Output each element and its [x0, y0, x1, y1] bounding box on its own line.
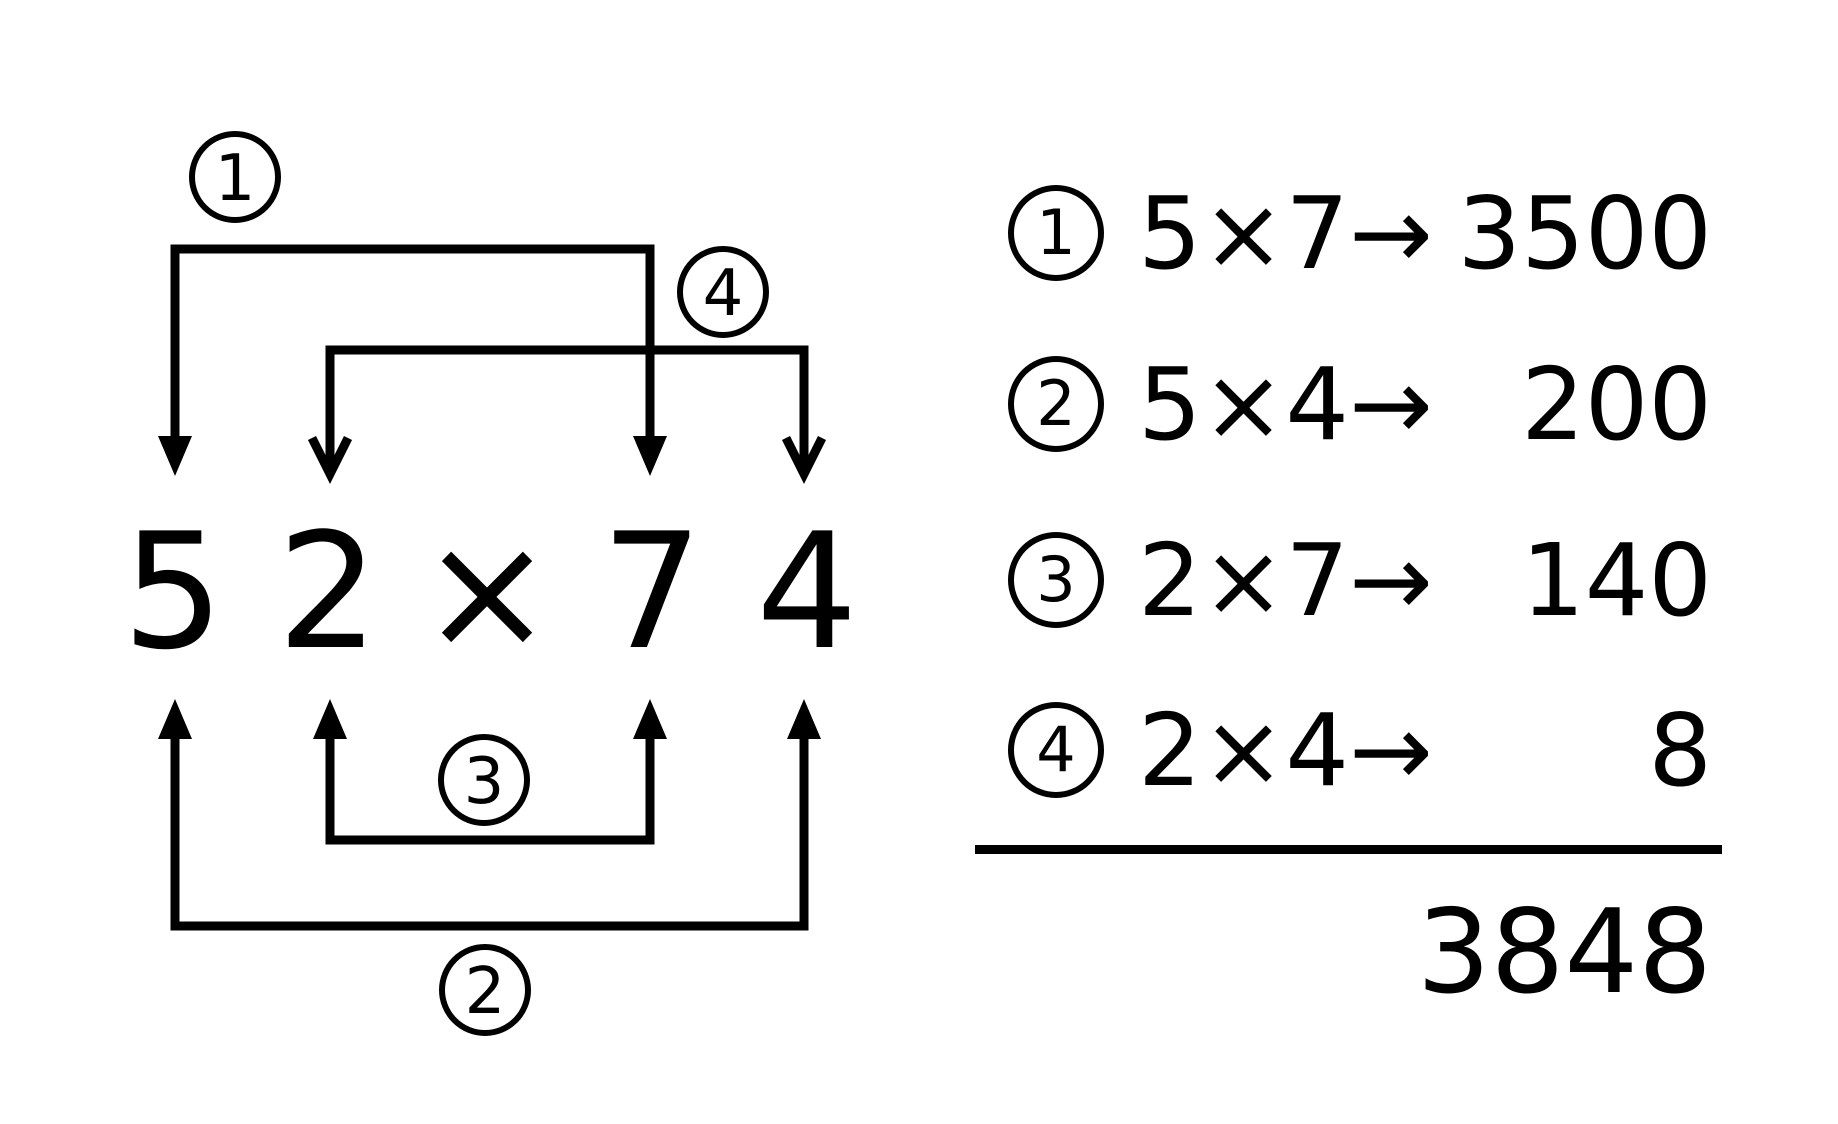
diagram-step1-badge: 1: [189, 131, 281, 223]
operand-digits: 5 2 × 7 4: [122, 498, 858, 685]
digit-tens-multiplicand: 5: [122, 498, 224, 685]
diagram-step3-badge: 3: [438, 734, 530, 826]
bracket-step4-line: [325, 345, 809, 468]
arrow-up-icon: [633, 699, 667, 739]
step3-number-badge: 3: [1008, 532, 1104, 628]
step1-result: 3500: [1457, 174, 1713, 292]
arrow-up-icon: [158, 699, 192, 739]
arrow-down-icon: [307, 435, 353, 485]
circle-icon: [189, 131, 281, 223]
digit-ones-multiplier: 4: [756, 498, 858, 685]
diagram-step2-badge: 2: [439, 944, 531, 1036]
arrow-up-icon: [787, 699, 821, 739]
step-row-3: 3 2×7→ 140: [1008, 510, 1712, 650]
diagram-step2-number: 2: [465, 955, 506, 1029]
bracket-step4: [307, 345, 827, 485]
circle-icon: [438, 734, 530, 826]
step2-result: 200: [1521, 345, 1712, 463]
step1-number-badge: 1: [1008, 185, 1104, 281]
arrow-down-icon: [158, 436, 192, 476]
diagram-step4-number: 4: [703, 257, 744, 331]
step4-equation: 2×4→: [1138, 691, 1433, 809]
multiply-sign: ×: [420, 498, 554, 685]
step2-equation: 5×4→: [1138, 345, 1433, 463]
diagram-step4-badge: 4: [677, 246, 769, 338]
circle-icon: [439, 944, 531, 1036]
bracket-step3: [313, 699, 667, 845]
sum-rule-line: [975, 845, 1722, 854]
diagram-step1-number: 1: [215, 142, 256, 216]
diagram-step3-number: 3: [464, 745, 505, 819]
digit-tens-multiplier: 7: [601, 498, 703, 685]
bracket-step1-line: [170, 244, 655, 440]
step-row-2: 2 5×4→ 200: [1008, 334, 1712, 474]
bracket-step2: [158, 699, 821, 931]
bracket-step3-line: [325, 737, 655, 845]
step4-number-badge: 4: [1008, 702, 1104, 798]
circle-icon: [677, 246, 769, 338]
total-row: 3848: [1008, 882, 1712, 1022]
arrow-down-icon: [633, 436, 667, 476]
step2-number-badge: 2: [1008, 356, 1104, 452]
step3-result: 140: [1521, 521, 1712, 639]
digit-ones-multiplicand: 2: [277, 498, 379, 685]
step4-result: 8: [1648, 691, 1712, 809]
total-value: 3848: [1416, 884, 1712, 1020]
bracket-step1: [158, 244, 667, 476]
step1-equation: 5×7→: [1138, 174, 1433, 292]
cross-multiplication-diagram: 1 4 3 2 5 2 × 7 4: [122, 131, 858, 1036]
bracket-step2-line: [170, 737, 809, 931]
step-row-1: 1 5×7→ 3500: [1008, 163, 1712, 303]
arrow-up-icon: [313, 699, 347, 739]
step-row-4: 4 2×4→ 8: [1008, 680, 1712, 820]
step3-equation: 2×7→: [1138, 521, 1433, 639]
arrow-down-icon: [781, 435, 827, 485]
